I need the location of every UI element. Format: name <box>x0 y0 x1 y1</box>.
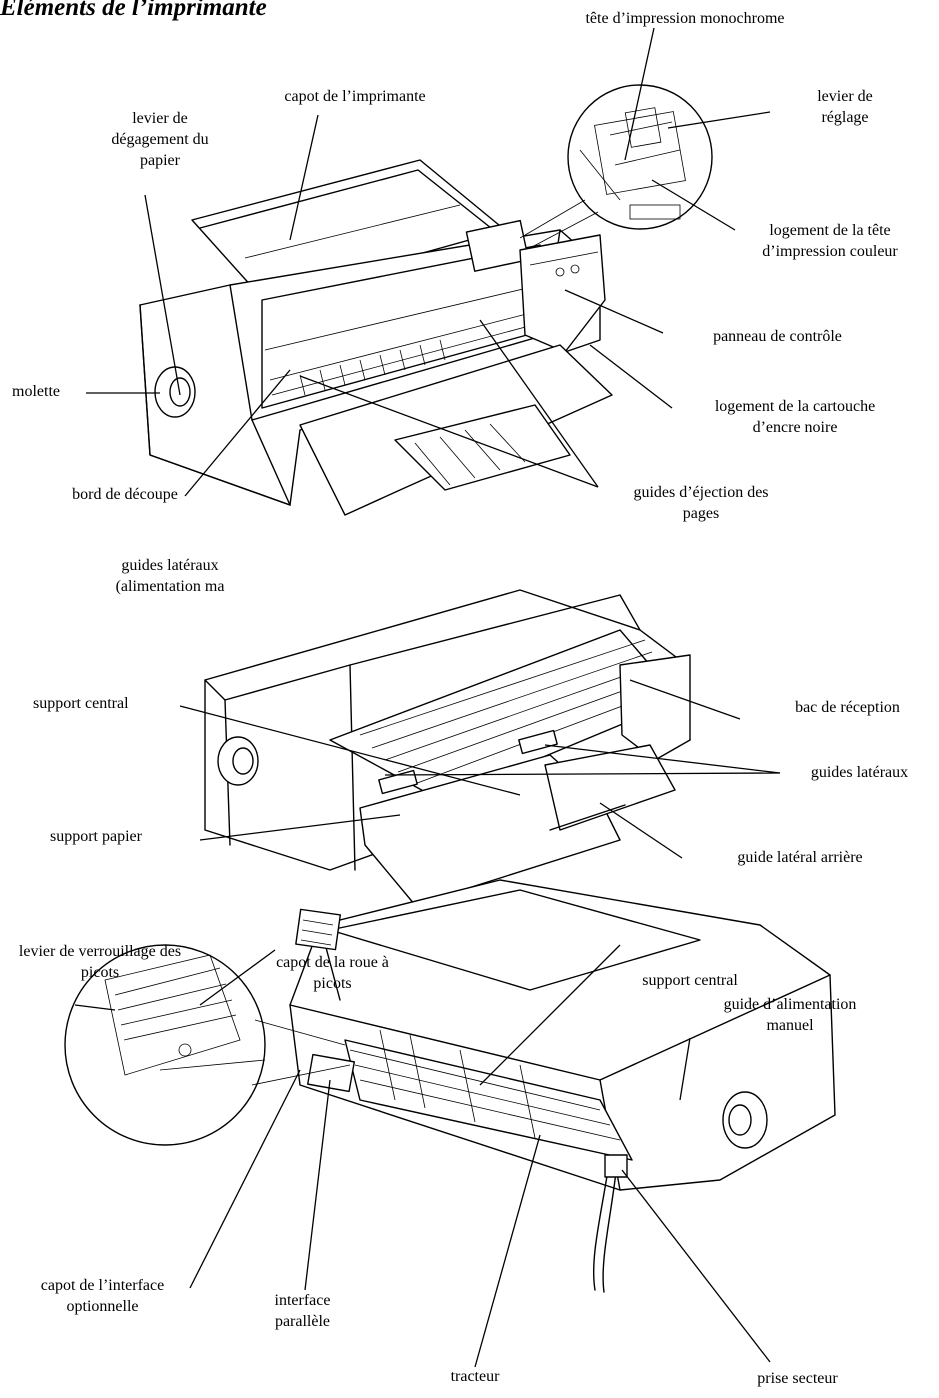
label-prise-secteur: prise secteur <box>757 1370 838 1387</box>
label-guides-ejection: guides d’éjection des pages <box>633 484 769 522</box>
label-guides-lateraux: guides latéraux <box>810 764 909 781</box>
label-logement-cartouche: logement de la cartouche d’encre noire <box>714 398 876 436</box>
label-capot-roue-picots: capot de la roue à picots <box>276 954 389 992</box>
label-guide-lateral-arriere: guide latéral arrière <box>737 849 863 866</box>
label-support-papier: support papier <box>50 828 142 845</box>
printer-with-paper-support <box>204 589 691 906</box>
label-bord-decoupe: bord de découpe <box>72 486 178 503</box>
label-levier-verrouillage: levier de verrouillage des picots <box>18 943 182 981</box>
label-interface-parallele: interface parallèle <box>274 1292 331 1330</box>
leader-lines <box>74 27 781 1368</box>
label-levier-reglage: levier de réglage <box>817 88 873 126</box>
label-logement-tete-couleur: logement de la tête d’impression couleur <box>762 222 898 260</box>
printer-rear-view <box>64 879 836 1293</box>
label-levier-degagement: levier de dégagement du papier <box>111 110 209 169</box>
label-guides-lateraux-manuel: guides latéraux (alimentation ma <box>115 557 225 595</box>
label-bac-reception: bac de réception <box>795 699 900 716</box>
page-title: Eléments de l’imprimante <box>0 0 267 21</box>
label-support-central-rear: support central <box>642 972 738 989</box>
printer-front-view <box>139 84 713 516</box>
label-capot-imprimante: capot de l’imprimante <box>284 88 426 105</box>
label-panneau-controle: panneau de contrôle <box>713 328 842 345</box>
label-tete-impression-monochrome: tête d’impression monochrome <box>585 10 785 27</box>
label-capot-interface-optionnelle: capot de l’interface optionnelle <box>40 1277 165 1315</box>
label-tracteur: tracteur <box>450 1368 500 1385</box>
label-support-central: support central <box>33 695 129 712</box>
label-molette: molette <box>12 383 60 400</box>
label-guide-alimentation-manuel: guide d’alimentation manuel <box>723 996 857 1034</box>
